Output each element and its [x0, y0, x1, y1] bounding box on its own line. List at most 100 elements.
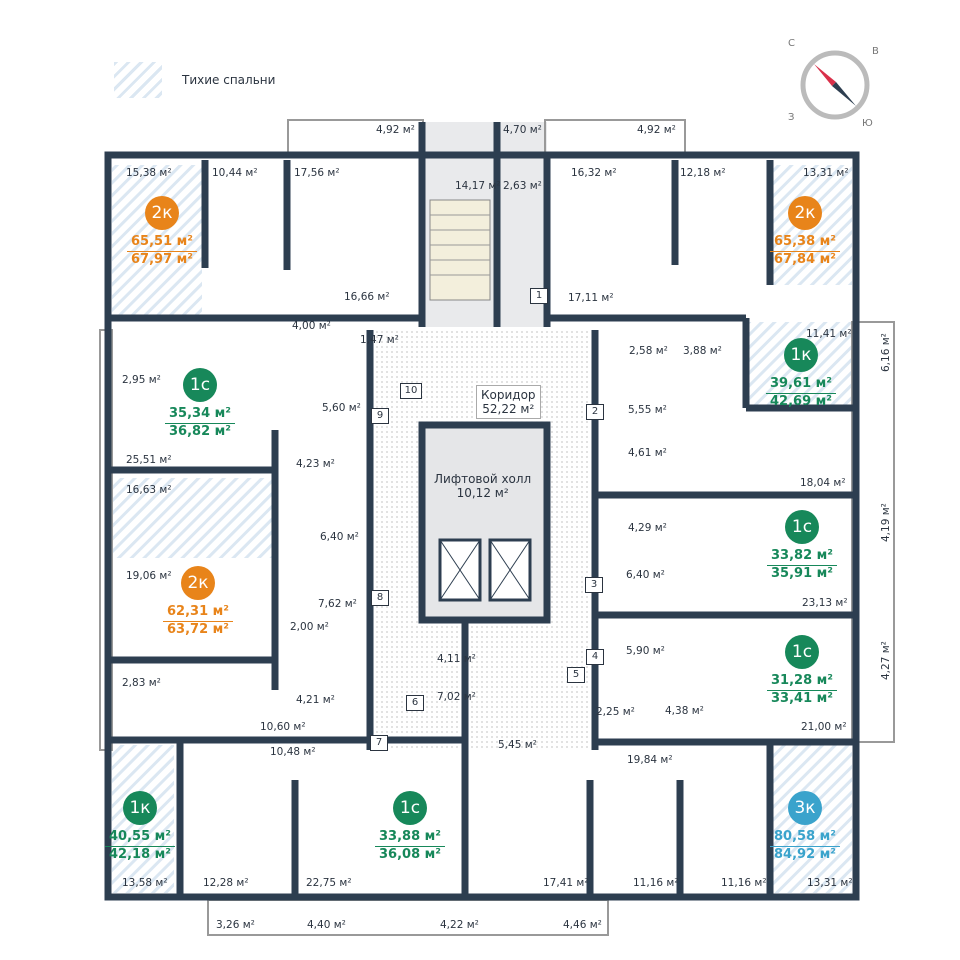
room-area-label: 2,63 м²	[503, 180, 542, 192]
room-area-label: 11,16 м²	[721, 877, 767, 889]
room-area-label: 4,21 м²	[296, 694, 335, 706]
apartment-3[interactable]: 1к 39,61 м² 42,69 м²	[756, 338, 846, 410]
room-area-label: 16,32 м²	[571, 167, 617, 179]
apartment-total-area: 67,84 м²	[774, 252, 836, 267]
room-area-label: 17,11 м²	[568, 292, 614, 304]
room-area-label: 22,75 м²	[306, 877, 352, 889]
apartment-6[interactable]: 1с 33,82 м² 35,91 м²	[757, 510, 847, 582]
apartment-door-number: 9	[371, 408, 389, 424]
room-area-label: 5,45 м²	[498, 739, 537, 751]
room-area-label: 4,40 м²	[307, 919, 346, 931]
apartment-total-area: 36,08 м²	[379, 847, 441, 862]
compass-west: З	[788, 112, 795, 123]
compass-east: В	[872, 46, 879, 57]
apartment-type-badge: 1с	[393, 791, 427, 825]
apartment-living-area: 40,55 м²	[105, 829, 175, 847]
apartment-living-area: 31,28 м²	[767, 673, 837, 691]
apartment-total-area: 63,72 м²	[167, 622, 229, 637]
room-area-label: 4,27 м²	[880, 641, 892, 680]
lift-hall-label: Лифтовой холл 10,12 м²	[430, 470, 535, 502]
apartment-type-badge: 2к	[788, 196, 822, 230]
apartment-type-badge: 1с	[183, 368, 217, 402]
apartment-door-number: 3	[585, 577, 603, 593]
room-area-label: 17,41 м²	[543, 877, 589, 889]
apartment-door-number: 6	[406, 695, 424, 711]
room-area-label: 11,16 м²	[633, 877, 679, 889]
legend-label: Тихие спальни	[182, 73, 276, 87]
room-area-label: 10,44 м²	[212, 167, 258, 179]
room-area-label: 19,06 м²	[126, 570, 172, 582]
apartment-type-badge: 3к	[788, 791, 822, 825]
apartment-type-badge: 1с	[785, 510, 819, 544]
apartment-door-number: 10	[400, 383, 422, 399]
apartment-door-number: 7	[370, 735, 388, 751]
apartment-type-badge: 1к	[784, 338, 818, 372]
apartment-type-badge: 1к	[123, 791, 157, 825]
room-area-label: 4,23 м²	[296, 458, 335, 470]
apartment-door-number: 8	[371, 590, 389, 606]
room-area-label: 1,47 м²	[360, 334, 399, 346]
apartment-5[interactable]: 2к 62,31 м² 63,72 м²	[153, 566, 243, 638]
room-area-label: 16,63 м²	[126, 484, 172, 496]
room-area-label: 4,38 м²	[665, 705, 704, 717]
room-area-label: 10,48 м²	[270, 746, 316, 758]
apartment-1[interactable]: 2к 65,51 м² 67,97 м²	[117, 196, 207, 268]
lift-hall-area: 10,12 м²	[456, 486, 509, 500]
room-area-label: 3,88 м²	[683, 345, 722, 357]
room-area-label: 12,28 м²	[203, 877, 249, 889]
apartment-living-area: 35,34 м²	[165, 406, 235, 424]
apartment-living-area: 80,58 м²	[770, 829, 840, 847]
apartment-7[interactable]: 1с 31,28 м² 33,41 м²	[757, 635, 847, 707]
room-area-label: 4,11 м²	[437, 653, 476, 665]
room-area-label: 13,58 м²	[122, 877, 168, 889]
room-area-label: 2,25 м²	[596, 706, 635, 718]
room-area-label: 4,22 м²	[440, 919, 479, 931]
room-area-label: 18,04 м²	[800, 477, 846, 489]
compass-icon	[800, 50, 870, 120]
room-area-label: 15,38 м²	[126, 167, 172, 179]
room-area-label: 5,55 м²	[628, 404, 667, 416]
apartment-9[interactable]: 1с 33,88 м² 36,08 м²	[365, 791, 455, 863]
apartment-total-area: 36,82 м²	[169, 424, 231, 439]
apartment-8[interactable]: 1к 40,55 м² 42,18 м²	[95, 791, 185, 863]
room-area-label: 4,92 м²	[637, 124, 676, 136]
room-area-label: 3,26 м²	[216, 919, 255, 931]
room-area-label: 2,00 м²	[290, 621, 329, 633]
apartment-door-number: 1	[530, 288, 548, 304]
room-area-label: 13,31 м²	[807, 877, 853, 889]
lift-hall-title: Лифтовой холл	[434, 472, 532, 486]
room-area-label: 13,31 м²	[803, 167, 849, 179]
room-area-label: 4,19 м²	[880, 503, 892, 542]
corridor-label: Коридор 52,22 м²	[476, 385, 541, 419]
room-area-label: 7,62 м²	[318, 598, 357, 610]
room-area-label: 17,56 м²	[294, 167, 340, 179]
room-area-label: 10,60 м²	[260, 721, 306, 733]
apartment-type-badge: 1с	[785, 635, 819, 669]
apartment-4[interactable]: 1с 35,34 м² 36,82 м²	[155, 368, 245, 440]
apartment-door-number: 4	[586, 649, 604, 665]
compass-north: С	[788, 38, 795, 49]
room-area-label: 4,61 м²	[628, 447, 667, 459]
room-area-label: 16,66 м²	[344, 291, 390, 303]
compass-south: Ю	[862, 118, 873, 129]
room-area-label: 7,02 м²	[437, 691, 476, 703]
room-area-label: 5,60 м²	[322, 402, 361, 414]
apartment-10[interactable]: 3к 80,58 м² 84,92 м²	[760, 791, 850, 863]
apartment-total-area: 84,92 м²	[774, 847, 836, 862]
room-area-label: 4,29 м²	[628, 522, 667, 534]
room-area-label: 4,00 м²	[292, 320, 331, 332]
room-area-label: 2,58 м²	[629, 345, 668, 357]
apartment-living-area: 65,51 м²	[127, 234, 197, 252]
room-area-label: 6,16 м²	[880, 333, 892, 372]
apartment-living-area: 39,61 м²	[766, 376, 836, 394]
apartment-total-area: 35,91 м²	[771, 566, 833, 581]
apartment-door-number: 5	[567, 667, 585, 683]
room-area-label: 5,90 м²	[626, 645, 665, 657]
room-area-label: 4,46 м²	[563, 919, 602, 931]
apartment-door-number: 2	[586, 404, 604, 420]
apartment-2[interactable]: 2к 65,38 м² 67,84 м²	[760, 196, 850, 268]
apartment-living-area: 65,38 м²	[770, 234, 840, 252]
room-area-label: 23,13 м²	[802, 597, 848, 609]
